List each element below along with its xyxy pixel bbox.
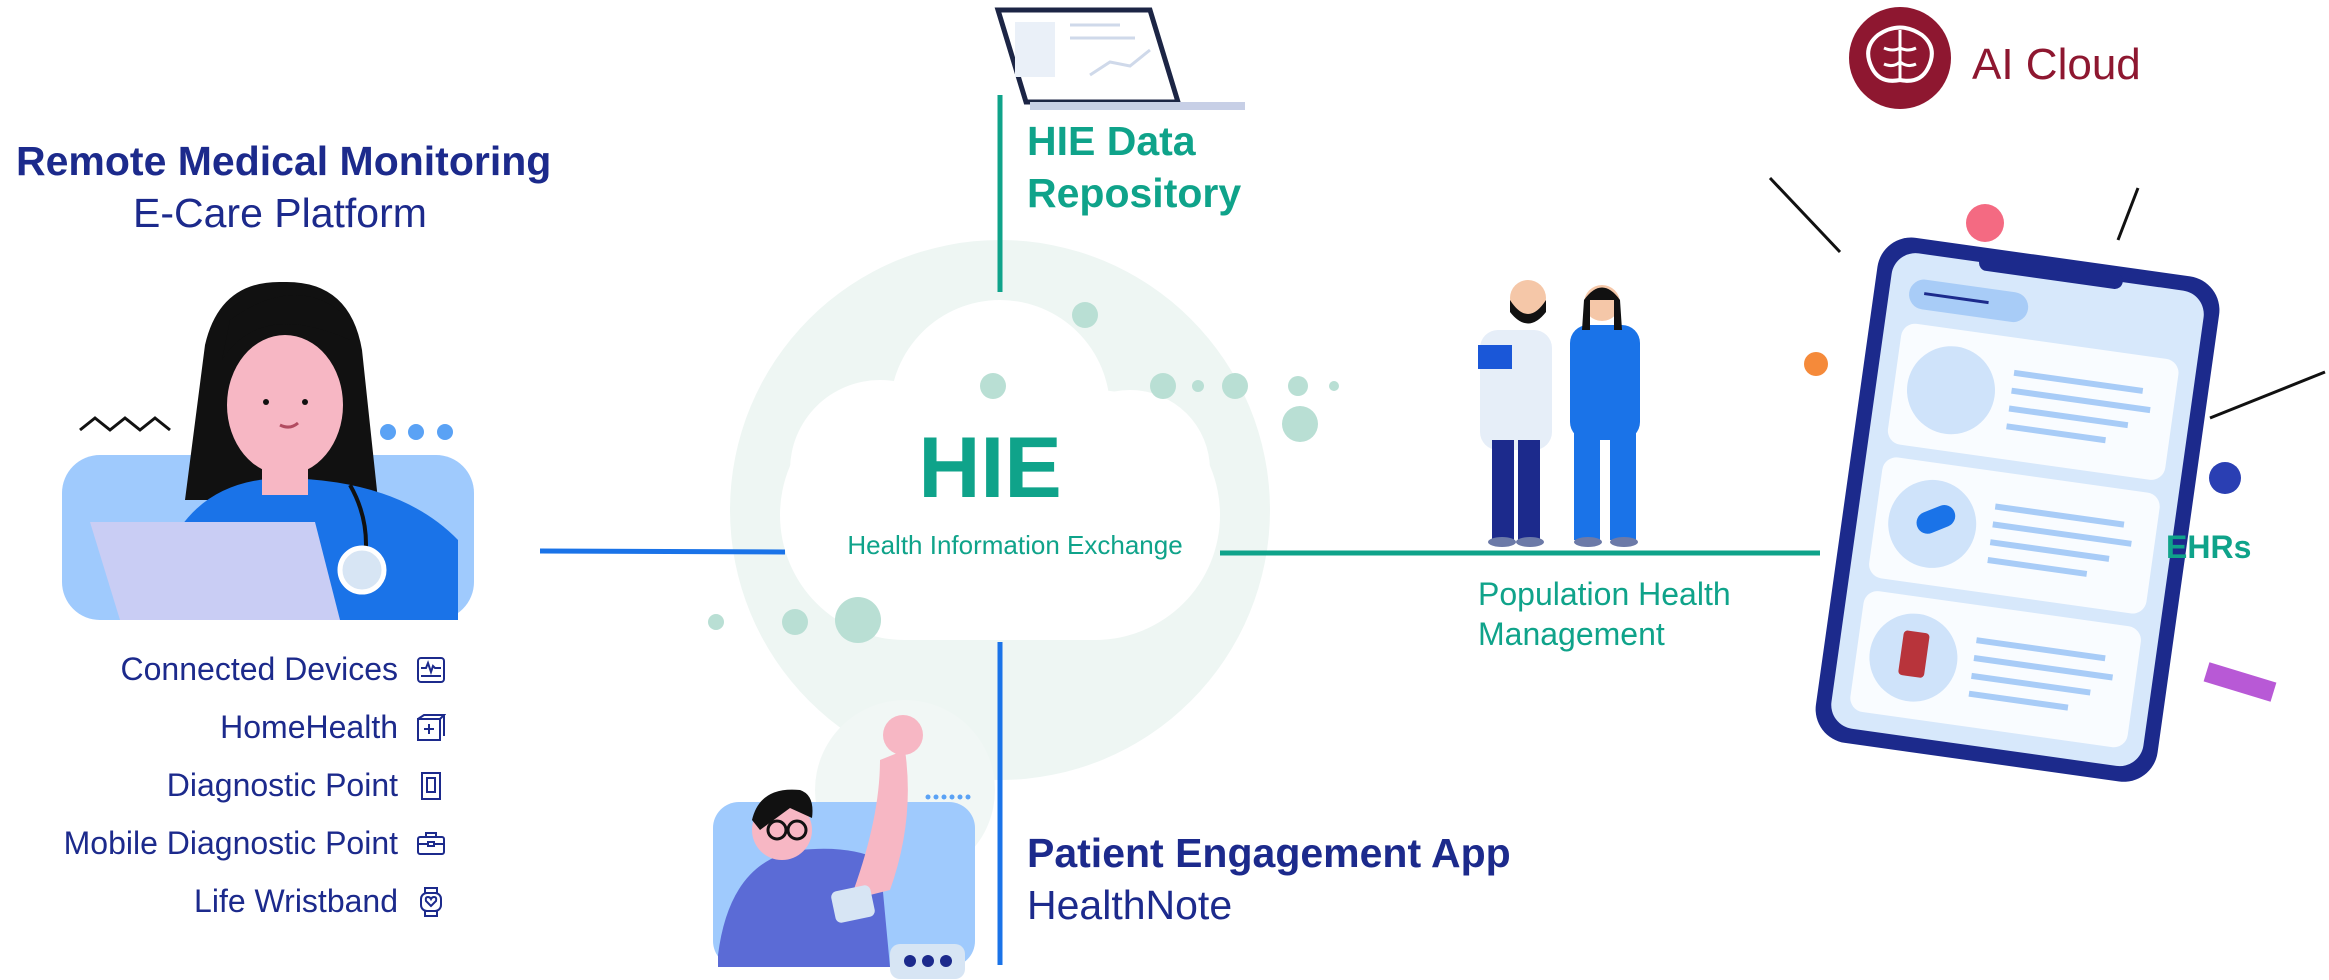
door-icon	[421, 771, 441, 800]
patient-app-subtitle: HealthNote	[1027, 882, 1233, 928]
hie-title: HIE	[918, 420, 1062, 516]
device-label: Diagnostic Point	[166, 767, 398, 803]
device-item-diagnostic-point: Diagnostic Point	[167, 767, 446, 804]
laptop-illustration	[994, 7, 1245, 110]
remote-monitoring-subtitle: E-Care Platform	[133, 190, 427, 236]
home-health-icon	[417, 713, 446, 741]
monitor-icon	[417, 656, 445, 683]
accent-dot-pink	[1966, 204, 2004, 242]
device-label: Connected Devices	[120, 651, 398, 687]
decorative-bubbles	[708, 302, 1339, 643]
accent-line-2	[2116, 187, 2140, 241]
accent-line-3	[2209, 370, 2326, 420]
doctor-laptop-illustration	[62, 281, 474, 620]
doctors-illustration	[1478, 280, 1640, 547]
repository-label: HIE Data Repository	[1027, 115, 1241, 219]
remote-monitoring-title: Remote Medical Monitoring	[16, 138, 552, 184]
repository-label-line1: HIE Data	[1027, 118, 1196, 164]
device-label: Mobile Diagnostic Point	[63, 825, 398, 861]
device-label: HomeHealth	[220, 709, 398, 745]
wristband-icon	[420, 886, 442, 917]
accent-dot-orange	[1804, 352, 1828, 376]
patient-app-illustration	[713, 715, 975, 979]
device-item-mobile-diagnostic-point: Mobile Diagnostic Point	[64, 825, 446, 862]
population-health-label: Population Health Management	[1478, 574, 1731, 654]
device-item-life-wristband: Life Wristband	[194, 883, 446, 920]
accent-dot-blue	[2209, 462, 2241, 494]
ai-cloud-label: AI Cloud	[1972, 40, 2141, 89]
connector-remote-monitoring	[539, 548, 786, 555]
medical-case-icon	[417, 831, 445, 855]
device-item-connected-devices: Connected Devices	[121, 651, 446, 688]
tablet-illustration	[1815, 237, 2220, 782]
population-health-line1: Population Health	[1478, 576, 1731, 612]
device-item-homehealth: HomeHealth	[220, 709, 446, 746]
hie-subtitle: Health Information Exchange	[847, 530, 1183, 560]
ehrs-label: EHRs	[2166, 529, 2252, 565]
device-label: Life Wristband	[194, 883, 398, 919]
repository-label-line2: Repository	[1027, 170, 1242, 216]
brain-icon	[1849, 7, 1951, 109]
accent-line-1	[1768, 176, 1842, 254]
accent-bar-purple	[2203, 662, 2277, 702]
population-health-line2: Management	[1478, 616, 1665, 652]
patient-app-title: Patient Engagement App	[1027, 830, 1511, 876]
hie-cloud	[780, 300, 1220, 640]
